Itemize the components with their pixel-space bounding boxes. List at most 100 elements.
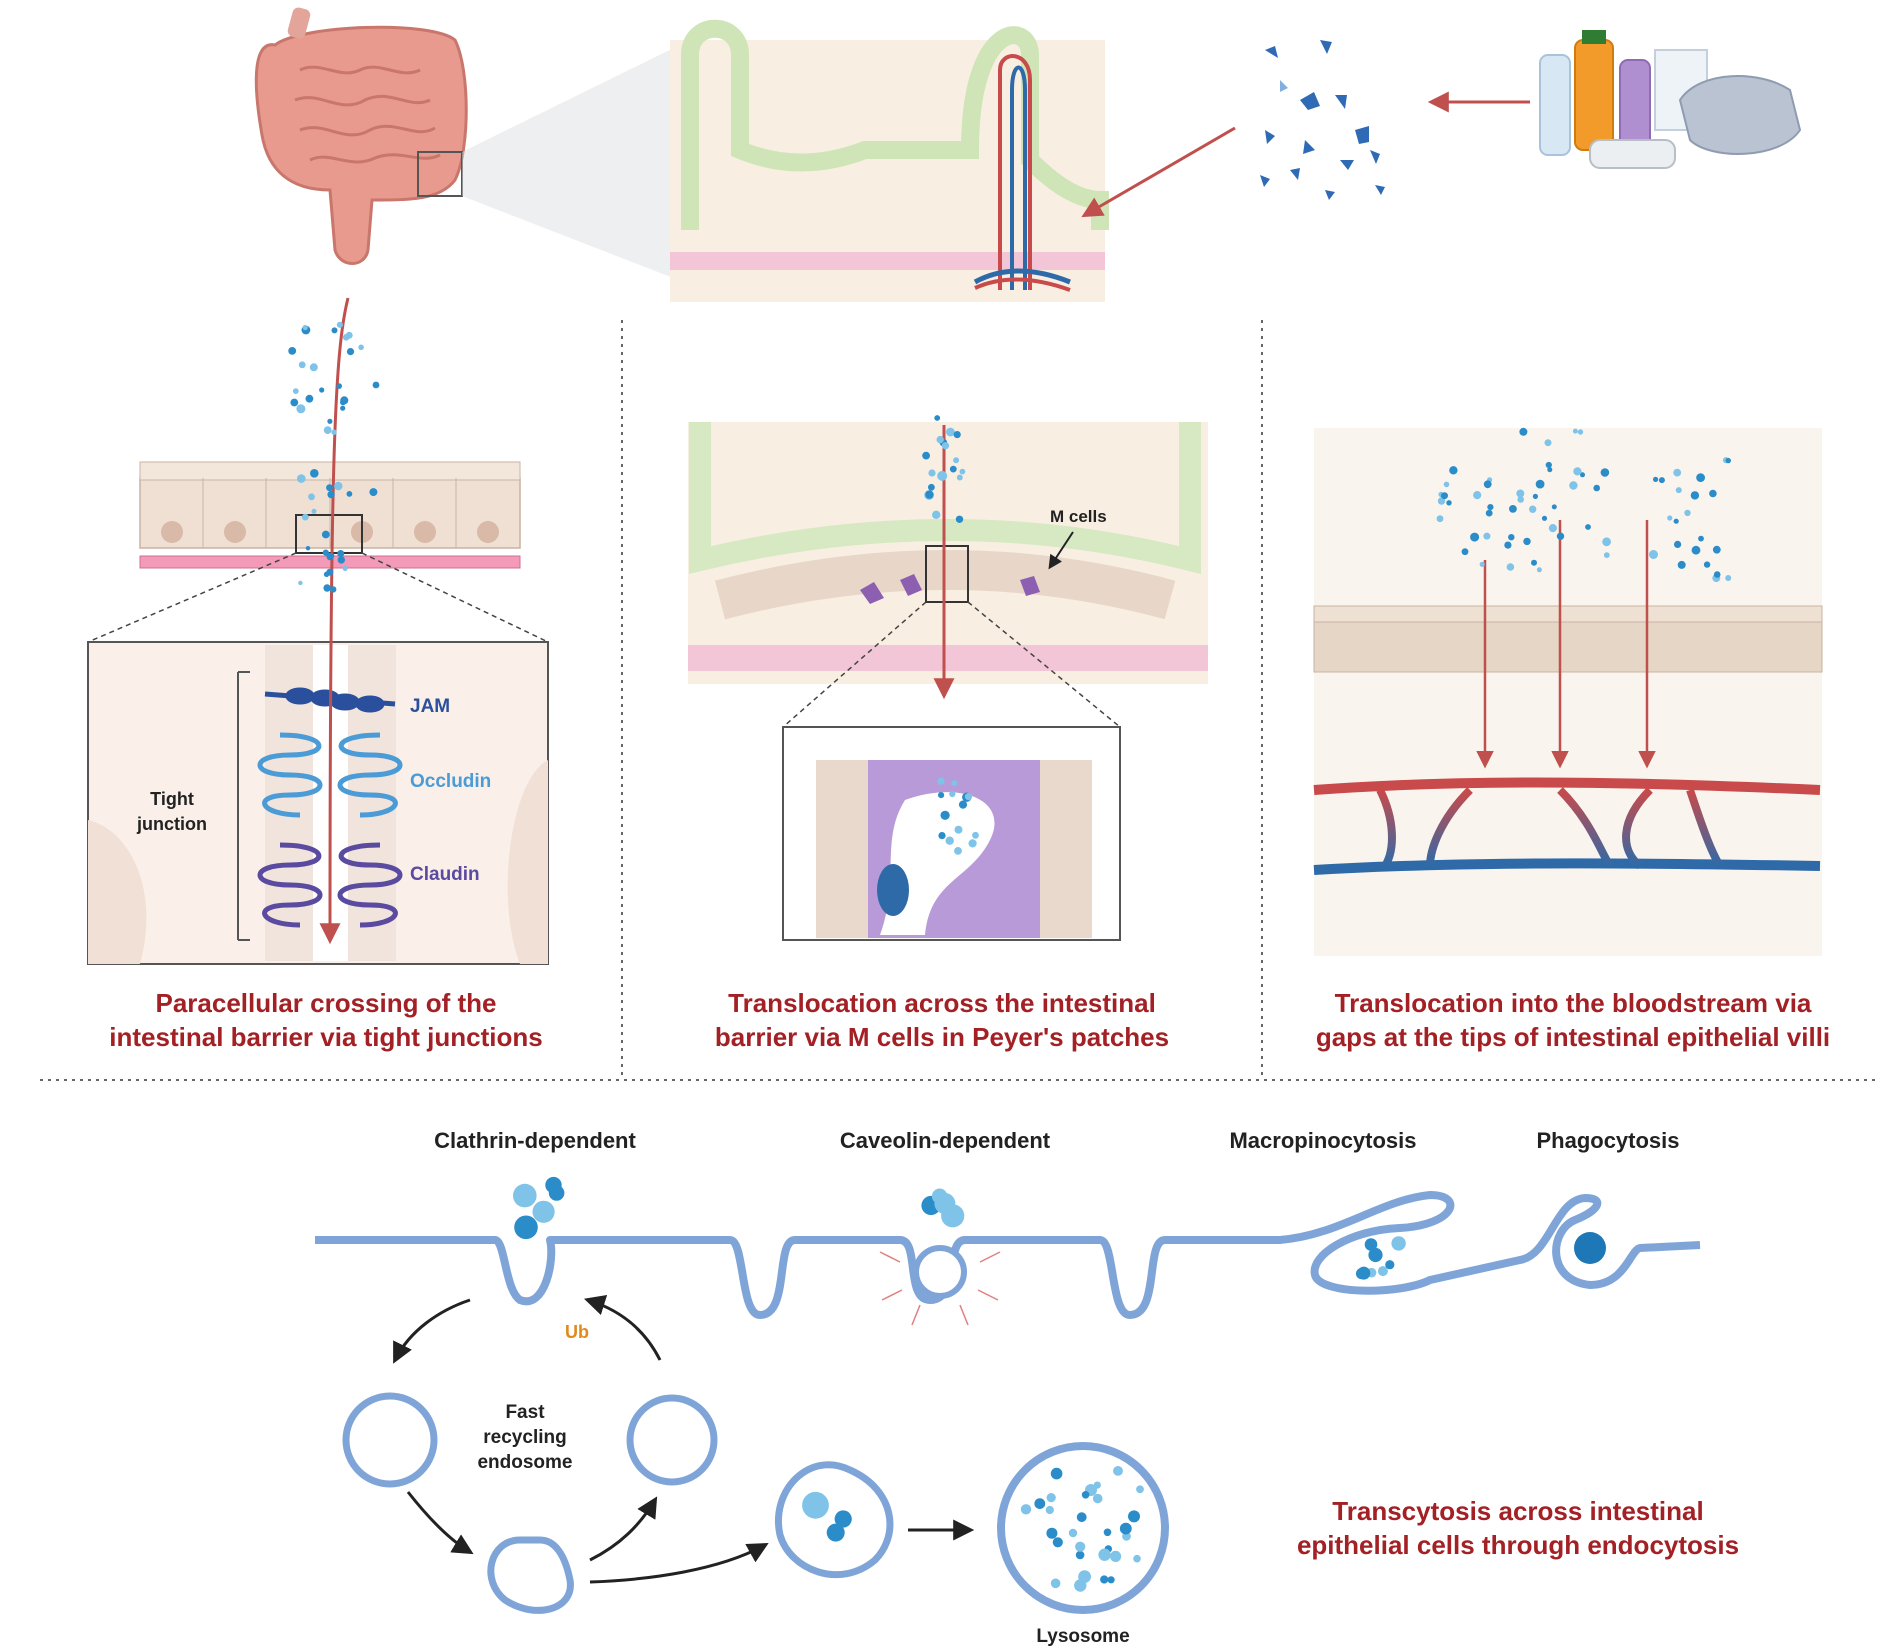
intestine-icon — [254, 7, 468, 265]
nanoparticle — [1103, 1528, 1112, 1537]
caveolin-pit — [913, 1245, 967, 1299]
to-late-endosome-arrow — [589, 1542, 769, 1584]
zoom-line-left — [87, 552, 297, 643]
nanoparticle — [288, 347, 297, 355]
caption-mcells-2: barrier via M cells in Peyer's patches — [715, 1022, 1169, 1052]
label-endosome: endosome — [477, 1452, 572, 1473]
caption-paracellular-2: intestinal barrier via tight junctions — [109, 1022, 542, 1052]
nanoparticle — [302, 324, 308, 331]
cycle-arrow-1 — [393, 1298, 471, 1364]
late-endosome — [775, 1461, 894, 1579]
nanoparticle — [1600, 468, 1610, 477]
nanoparticle — [1653, 476, 1659, 482]
nanoparticle — [1649, 550, 1658, 559]
microplastic-fragments — [1260, 40, 1385, 200]
nanoparticle — [1517, 496, 1524, 503]
nanoparticle — [972, 831, 979, 839]
nanoparticle — [1081, 1491, 1090, 1499]
peyers-patch — [688, 422, 1208, 684]
nanoparticle — [1100, 1575, 1109, 1584]
nanoparticle — [1531, 559, 1537, 566]
paracellular-arrow — [319, 297, 350, 945]
nanoparticle — [940, 810, 950, 820]
nanoparticle — [1547, 467, 1553, 473]
nanoparticle — [1136, 1485, 1144, 1494]
nanoparticle — [1536, 567, 1542, 573]
nanoparticle — [298, 580, 303, 586]
nanoparticle — [326, 568, 334, 576]
nanoparticle — [1377, 1266, 1388, 1277]
entry-arrow — [1081, 126, 1236, 218]
nanoparticle — [1506, 563, 1515, 571]
nanoparticle — [941, 442, 950, 450]
nanoparticle — [1485, 509, 1493, 517]
nanoparticle — [1098, 1548, 1111, 1561]
nanoparticle — [514, 1215, 538, 1240]
nanoparticle — [1078, 1570, 1091, 1583]
nanoparticle — [934, 1193, 956, 1214]
nanoparticle — [968, 839, 977, 848]
nanoparticle — [1725, 457, 1732, 464]
nanoparticle — [336, 321, 343, 328]
nanoparticle — [326, 552, 334, 561]
mcell-pointer — [1048, 531, 1074, 570]
nanoparticle — [372, 381, 380, 389]
nanoparticle — [326, 484, 333, 492]
nanoparticle — [342, 565, 348, 572]
nanoparticle — [346, 348, 355, 356]
nanoparticle — [1703, 561, 1711, 568]
nanoparticle — [1046, 1527, 1058, 1539]
nanoparticle — [951, 780, 958, 787]
nanoparticle — [1677, 560, 1686, 569]
nanoparticle — [1113, 1466, 1123, 1476]
nanoparticle — [1713, 571, 1721, 578]
nanoparticle — [1673, 468, 1682, 477]
nanoparticle — [342, 334, 350, 341]
nanoparticle — [937, 777, 945, 785]
nanoparticle — [1712, 545, 1721, 554]
nanoparticle — [308, 493, 315, 501]
nanoparticle — [1572, 428, 1578, 434]
mcell-zoom-line-left — [782, 601, 927, 728]
nanoparticle — [925, 490, 934, 499]
nanoparticle — [1470, 532, 1480, 542]
nanoparticle — [340, 405, 346, 411]
nanoparticle — [954, 825, 963, 834]
nanoparticle — [545, 1176, 562, 1194]
nanoparticle — [928, 483, 935, 491]
nanoparticle — [305, 546, 311, 551]
nanoparticle — [938, 832, 946, 840]
nanoparticle — [937, 470, 948, 481]
nanoparticle — [358, 344, 364, 351]
label-caveolin: Caveolin-dependent — [840, 1128, 1051, 1153]
nanoparticle — [1050, 1578, 1061, 1589]
caption-mcells-1: Translocation across the intestinal — [728, 988, 1156, 1018]
nanoparticle — [1544, 439, 1552, 447]
nanoparticle — [1368, 1247, 1383, 1263]
villi-section — [670, 19, 1109, 302]
nanoparticle — [953, 431, 961, 439]
nanoparticle — [1075, 1550, 1085, 1560]
nanoparticle — [532, 1200, 555, 1223]
plastic-products-icon — [1539, 30, 1802, 169]
recycling-vesicle — [626, 1394, 718, 1486]
nanoparticle — [955, 515, 964, 523]
mcell-zoom-box — [925, 545, 969, 603]
epithelium-strip — [139, 461, 521, 569]
nanoparticle — [311, 508, 317, 514]
nanoparticle — [334, 481, 343, 491]
nanoparticle — [1020, 1504, 1032, 1515]
nanoparticle — [290, 398, 299, 407]
zoom-box — [417, 151, 463, 197]
nanoparticle — [1569, 481, 1578, 490]
nanoparticle — [1573, 467, 1582, 476]
caption-bloodstream-1: Translocation into the bloodstream via — [1335, 988, 1812, 1018]
nanoparticle — [932, 510, 941, 519]
jam-protein — [264, 687, 396, 713]
nanoparticle — [1516, 489, 1525, 498]
caption-bloodstream-2: gaps at the tips of intestinal epithelia… — [1316, 1022, 1830, 1052]
nanoparticle — [1385, 1260, 1395, 1270]
nanoparticle — [1461, 548, 1469, 556]
nanoparticle — [1603, 552, 1610, 558]
